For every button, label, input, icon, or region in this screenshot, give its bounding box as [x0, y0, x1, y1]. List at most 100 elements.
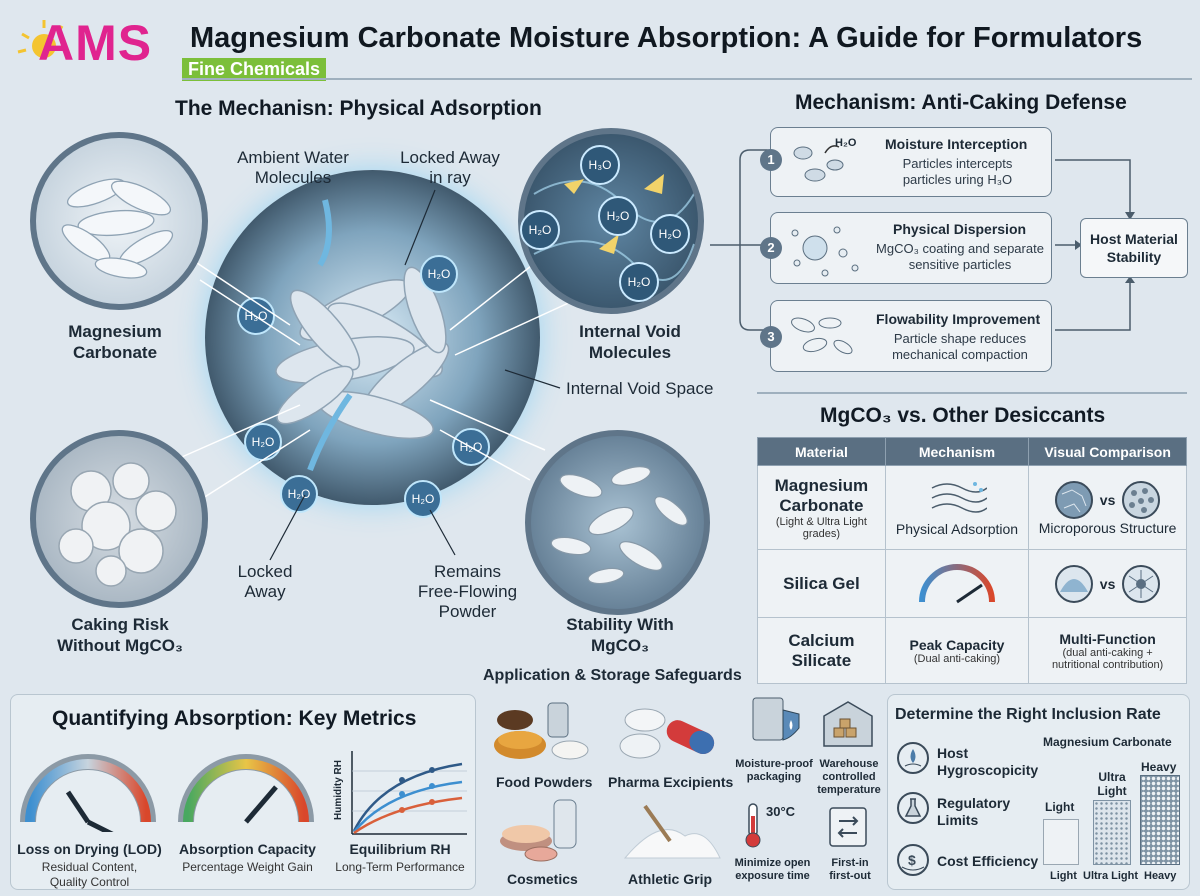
bar-top-label: Ultra Light [1097, 770, 1127, 798]
pharma-excipients-icon [619, 708, 715, 759]
visual-cell: vs Microporous Structure [1028, 465, 1187, 550]
gauge-icon [918, 564, 995, 604]
sun-icon [17, 20, 64, 58]
thermometer-icon [745, 803, 761, 848]
metric-title: Absorption Capacity [179, 841, 316, 857]
inclusion-factor: Cost Efficiency [937, 853, 1039, 869]
athletic-grip-label: Athletic Grip [628, 871, 713, 887]
lod-gauge-icon [20, 754, 156, 832]
table-row: Silica Gel vs [757, 549, 1187, 618]
material-cell: Magnesium Carbonate (Light & Ultra Light… [757, 465, 886, 550]
internal-void-space-label: Internal Void Space [566, 379, 714, 398]
inclusion-title: Determine the Right Inclusion Rate [895, 706, 1161, 723]
cost-icon: $ [897, 844, 929, 876]
bar-heavy [1140, 775, 1180, 865]
capacity-gauge-icon [178, 754, 314, 824]
logo [14, 10, 184, 88]
step-number: 3 [760, 326, 782, 348]
inclusion-panel [887, 694, 1190, 890]
molecule-badge: H₂O [650, 214, 690, 254]
metric-subtitle: Long-Term Performance [335, 860, 465, 874]
clumps-icon [58, 462, 177, 587]
chart-ylabel: Humidity RH [333, 760, 344, 820]
table-row: Calcium Silicate Peak Capacity (Dual ant… [757, 617, 1187, 684]
metric-subtitle: Percentage Weight Gain [182, 860, 313, 874]
free-flowing-label: Remains Free-Flowing Powder [417, 562, 518, 621]
table-header-row: Material Mechanism Visual Comparison [757, 437, 1187, 466]
page-title: Magnesium Carbonate Moisture Absorption:… [190, 22, 1143, 54]
mechanism-cell: Peak Capacity (Dual anti-caking) [884, 617, 1030, 684]
column-header: Mechanism [884, 437, 1030, 466]
material-cell: Calcium Silicate [757, 617, 886, 684]
mechanism-cell: Physical Adsorption [884, 465, 1030, 550]
dispersion-icon [791, 226, 859, 277]
host-material-stability: Host Material Stability [1080, 218, 1188, 278]
table-row: Magnesium Carbonate (Light & Ultra Light… [757, 465, 1187, 550]
molecule-badge: H₂O [619, 262, 659, 302]
athletic-grip-icon [623, 804, 721, 859]
bar-top-label: Heavy [1141, 760, 1177, 774]
temperature-value: 30°C [766, 804, 796, 819]
flowability-icon [791, 317, 853, 355]
column-header: Visual Comparison [1028, 437, 1187, 466]
locked-away-top-label: Locked Away in ray [400, 148, 500, 187]
network-icon [1122, 564, 1161, 603]
visual-cell: vs [1028, 549, 1187, 618]
warehouse-icon [823, 701, 873, 747]
magnesium-carbonate-label: Magnesium Carbonate [68, 322, 162, 362]
moisture-proof-packaging-icon [752, 697, 800, 741]
porous-structure-icon [1054, 480, 1093, 519]
fifo-icon [829, 807, 867, 847]
step-description: Particle shape reduces mechanical compac… [892, 331, 1028, 362]
column-header: Material [757, 437, 886, 466]
connector-lines [169, 189, 576, 561]
hygroscopicity-icon [897, 742, 929, 774]
inclusion-chart-title: Magnesium Carbonate [1043, 735, 1172, 749]
free-flowing-particles-icon [550, 466, 688, 585]
comparison-table: Material Mechanism Visual Comparison Mag… [757, 437, 1187, 684]
bar-bottom-label: Light [1050, 870, 1077, 882]
mechanism-title: The Mechanisn: Physical Adsorption [175, 97, 542, 120]
magnesium-carbonate-circle [30, 132, 208, 310]
header-divider [182, 78, 1192, 80]
molecule-badge: H₂O [520, 210, 560, 250]
food-powders-icon [494, 702, 589, 760]
equilibrium-rh-chart-icon [351, 751, 467, 835]
minimize-exposure-label: Minimize open exposure time [734, 857, 811, 882]
food-powders-label: Food Powders [496, 774, 593, 790]
flask-icon [897, 792, 929, 824]
stability-circle [525, 430, 710, 615]
cosmetics-icon [500, 799, 577, 862]
warehouse-label: Warehouse controlled temperature [817, 758, 881, 796]
cosmetics-label: Cosmetics [507, 871, 578, 887]
molecule-tag: H₂O [835, 137, 857, 149]
internal-void-molecules-label: Internal Void Molecules [579, 322, 681, 362]
step-description: Particles intercepts particles uring H₃O [902, 156, 1013, 187]
metric-title: Equilibrium RH [349, 841, 451, 857]
svg-text:$: $ [908, 852, 916, 868]
step-title: Moisture Interception [885, 136, 1028, 152]
bar-light [1043, 819, 1079, 865]
section-divider [757, 392, 1187, 394]
step-title: Flowability Improvement [876, 311, 1041, 327]
bar-ultra-light [1093, 800, 1131, 865]
comparison-title: MgCO₃ vs. Other Desiccants [820, 404, 1106, 427]
applications-title: Application & Storage Safeguards [483, 667, 742, 684]
step-flowability [770, 300, 1052, 372]
fifo-label: First-in first-out [829, 857, 871, 882]
metric-subtitle: Residual Content, Quality Control [41, 860, 138, 889]
stability-label: Stability With MgCO₃ [566, 615, 674, 655]
crystal-flakes-icon [61, 178, 174, 279]
locked-away-bottom-label: Locked Away [237, 562, 293, 601]
molecule-badge: H₃O [580, 145, 620, 185]
metrics-title: Quantifying Absorption: Key Metrics [52, 707, 417, 730]
step-number: 1 [760, 149, 782, 171]
step-number: 2 [760, 237, 782, 259]
molecule-badge: H₂O [420, 255, 458, 293]
moisture-proof-label: Moisture-proof packaging [735, 758, 813, 783]
material-cell: Silica Gel [757, 549, 886, 618]
central-sphere [205, 170, 540, 505]
visual-cell: Multi-Function (dual anti-caking + nutri… [1028, 617, 1187, 684]
caking-risk-label: Caking Risk Without MgCO₃ [57, 615, 183, 655]
molecule-badge: H₂O [244, 423, 282, 461]
